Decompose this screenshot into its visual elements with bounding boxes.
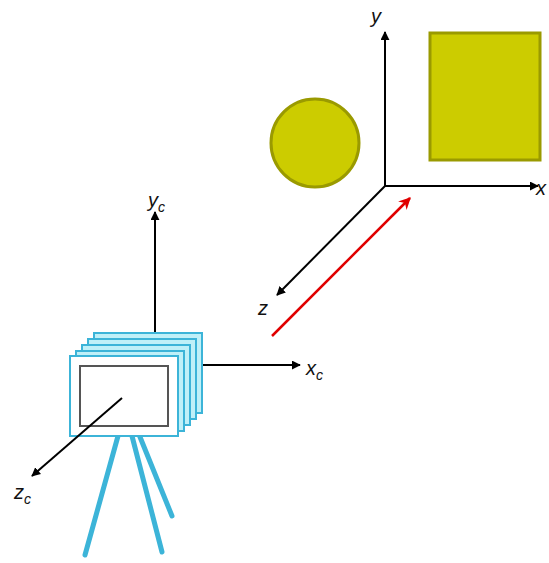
world-axes bbox=[277, 32, 538, 295]
cube bbox=[430, 33, 540, 160]
axis-label: x bbox=[536, 178, 546, 198]
camera-direction-arrow bbox=[272, 198, 410, 336]
axis-label: z bbox=[258, 298, 268, 318]
camera-frames bbox=[70, 333, 202, 436]
axis-label: y bbox=[371, 6, 381, 26]
tripod bbox=[85, 432, 172, 555]
axis-label: xc bbox=[306, 358, 323, 378]
camera-z-axis bbox=[32, 398, 122, 476]
sphere bbox=[271, 99, 359, 187]
axis-label: zc bbox=[14, 482, 31, 502]
axis-label: yc bbox=[148, 190, 165, 210]
